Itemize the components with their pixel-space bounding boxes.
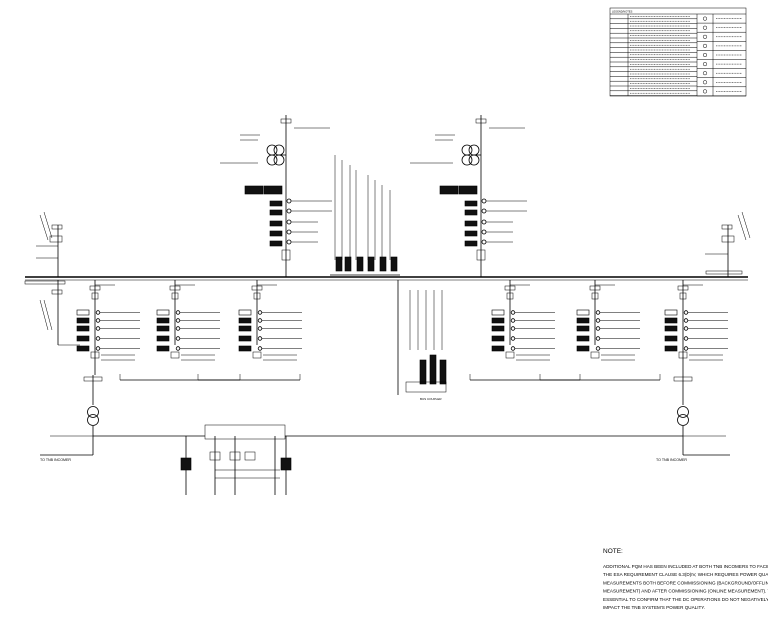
legend-rows-left — [610, 16, 697, 96]
tnb-incomer-left-label: TO TNB INCOMER — [40, 458, 71, 462]
lower-incomer-right: TO TNB INCOMER — [285, 375, 730, 462]
main-busbar — [24, 270, 748, 285]
feeder-cubicle — [664, 280, 728, 375]
cable-run — [539, 374, 661, 381]
outgoing-feeders — [76, 280, 728, 381]
legend-rows-right — [697, 16, 746, 97]
feeder-cubicle — [76, 280, 140, 375]
left-vt-cubicle — [36, 211, 63, 277]
feeder-cubicle — [156, 280, 220, 361]
note-line: ADDITIONAL PQM HAS BEEN INCLUDED AT BOTH… — [603, 564, 768, 569]
feeder-cubicle — [238, 280, 302, 361]
notes-lines: ADDITIONAL PQM HAS BEEN INCLUDED AT BOTH… — [603, 564, 768, 610]
notes-block: NOTE: ADDITIONAL PQM HAS BEEN INCLUDED A… — [603, 548, 768, 610]
note-line: THE ESA REQUIREMENT CLAUSE 6.3(D)IV, WHI… — [603, 572, 768, 577]
legend-symbol-icon — [702, 80, 708, 85]
cable-run — [469, 374, 581, 381]
lower-incomer-left: TO TNB INCOMER — [40, 375, 205, 462]
bus-coupler-label: BUS COUPLER — [420, 397, 442, 401]
legend-table: LEGEND/NOTES — [609, 7, 747, 97]
note-line: IMPACT THE TNB SYSTEM'S POWER QUALITY. — [603, 605, 705, 610]
legend-symbol-icon — [702, 25, 708, 30]
legend-symbol-icon — [702, 62, 708, 67]
note-line: MEASUREMENT) AND AFTER COMMISSIONING (ON… — [603, 589, 768, 594]
feeder-cubicle — [576, 280, 640, 361]
right-vt-cubicle — [705, 211, 751, 277]
left-spur-cubicle — [39, 280, 80, 346]
right-incoming-transformer-feeder — [410, 115, 527, 277]
legend-title: LEGEND/NOTES — [612, 10, 633, 14]
left-incoming-transformer-feeder — [220, 115, 332, 277]
legend-symbol-icon — [702, 89, 708, 94]
note-line: MEASUREMENTS BOTH BEFORE COMMISSIONING (… — [603, 580, 768, 585]
legend-symbol-icon — [702, 71, 708, 76]
legend-symbol-icon — [702, 16, 708, 21]
feeder-cubicle — [491, 280, 555, 361]
note-line: ESSENTIAL TO CONFIRM THAT THE DC OPERATI… — [603, 597, 768, 602]
tnb-incomer-right-label: TO TNB INCOMER — [656, 458, 687, 462]
bus-coupler-section: BUS COUPLER — [397, 280, 447, 401]
notes-title: NOTE: — [603, 548, 623, 555]
cable-run — [119, 374, 241, 381]
legend-symbol-icon — [702, 52, 708, 58]
bus-section-metering — [330, 155, 400, 276]
legend-symbol-icon — [702, 34, 708, 39]
metering-kiosk — [180, 424, 292, 495]
cable-run — [197, 374, 301, 381]
legend-symbol-icon — [702, 43, 708, 48]
